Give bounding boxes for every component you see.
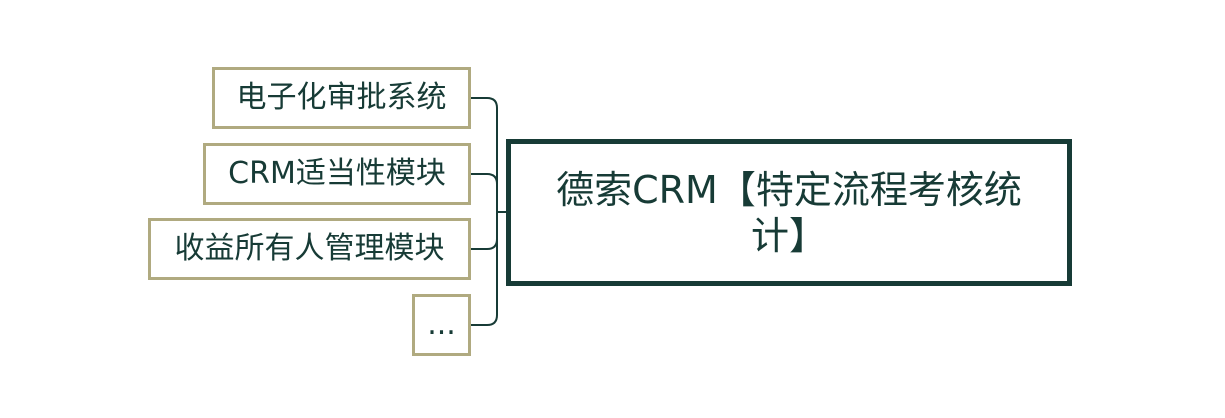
branch-node-crm-suitability[interactable]: CRM适当性模块 bbox=[203, 143, 471, 205]
branch-node-beneficial-owner[interactable]: 收益所有人管理模块 bbox=[148, 218, 471, 280]
central-topic-node[interactable]: 德索CRM【特定流程考核统计】 bbox=[506, 139, 1072, 286]
central-topic-label: 德索CRM【特定流程考核统计】 bbox=[556, 167, 1022, 258]
branch-node-more[interactable]: ... bbox=[412, 294, 471, 356]
connector-branch-3 bbox=[471, 238, 498, 250]
connector-branch-2 bbox=[471, 173, 498, 185]
connector-spine bbox=[471, 97, 498, 326]
branch-node-electronic-approval[interactable]: 电子化审批系统 bbox=[212, 67, 471, 129]
